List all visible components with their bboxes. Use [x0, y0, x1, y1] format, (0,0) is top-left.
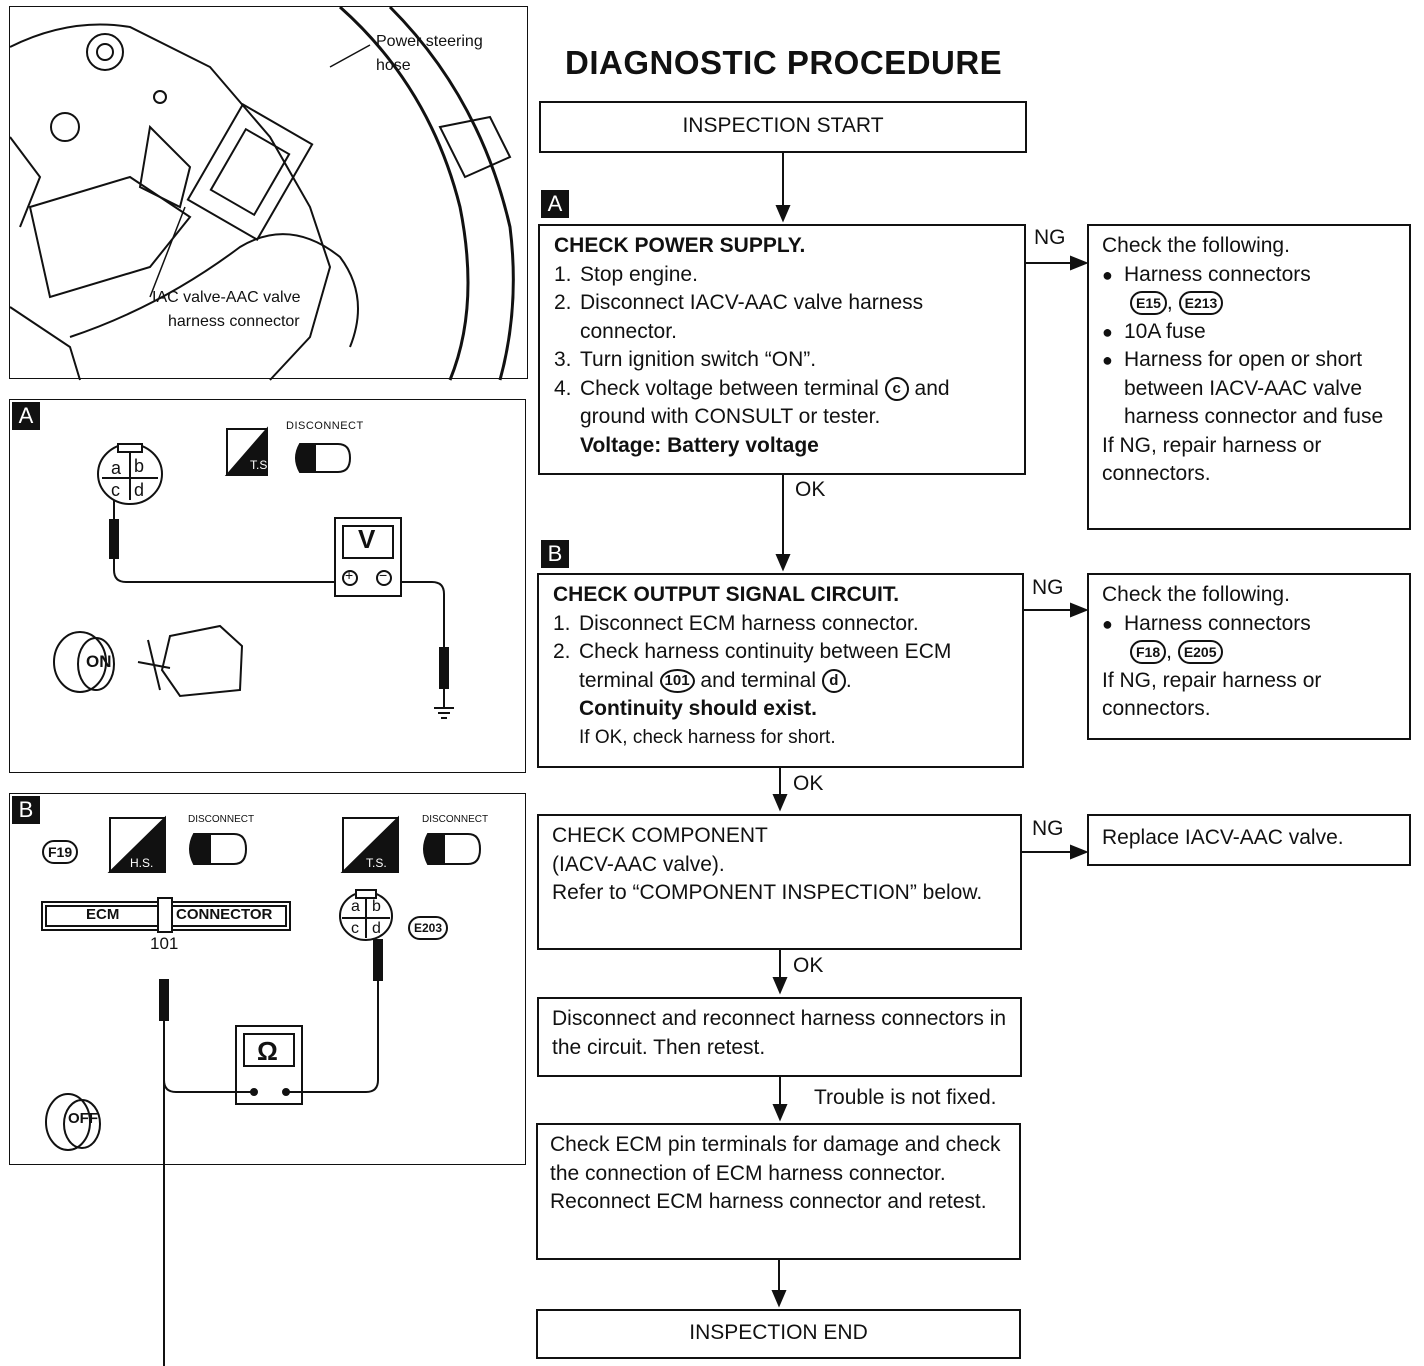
panel-b-pin-d: d [372, 920, 381, 937]
step-a-spec: Voltage: Battery voltage [580, 433, 819, 457]
engine-illustration [9, 5, 515, 381]
terminal-c-badge: c [884, 376, 909, 401]
ng-label-b: NG [1032, 576, 1064, 599]
panel-b-hs-label: H.S. [130, 856, 154, 870]
result-check-following-b: Check the following. Harness connectors … [1087, 573, 1411, 740]
panel-a-ts-label: T.S. [250, 458, 271, 472]
step-c-line-2: (IACV-AAC valve). [552, 852, 725, 876]
terminal-d-badge: d [821, 668, 846, 693]
panel-a-meter-label: V [358, 524, 376, 554]
panel-b-connector-f19: F19 [42, 840, 79, 864]
panel-b-connector-label: CONNECTOR [176, 906, 273, 923]
inspection-start-box: INSPECTION START [539, 101, 1027, 153]
result-a-bullet-open-short: Harness for open or short between IACV-A… [1102, 346, 1399, 432]
result-a-bullet-fuse: 10A fuse [1102, 318, 1399, 347]
result-a-connectors: E15, E213 [1102, 289, 1399, 318]
panel-b-pin-a: a [351, 898, 360, 915]
ok-label-b: OK [793, 772, 824, 795]
panel-a-marker: A [12, 402, 40, 430]
result-a-tail: If NG, repair harness or connectors. [1102, 433, 1322, 486]
connector-e205-badge: E205 [1177, 640, 1223, 665]
terminal-101-badge: 101 [659, 668, 695, 693]
panel-a-pin-d: d [134, 480, 145, 500]
result-check-following-a: Check the following. Harness connectors … [1087, 224, 1411, 530]
step-b-note: If OK, check harness for short. [579, 726, 836, 748]
not-fixed-label: Trouble is not fixed. [814, 1086, 997, 1109]
photo-label-harness-connector: harness connector [168, 313, 300, 330]
panel-b-pin-c: c [351, 920, 359, 937]
step-b-item-1: 1.Disconnect ECM harness connector. [553, 611, 919, 635]
step-a-item-1: 1.Stop engine. [554, 262, 698, 286]
connector-e213-badge: E213 [1178, 291, 1224, 316]
panel-a-meter-minus: − [379, 567, 388, 583]
panel-a-disconnect-label: DISCONNECT [286, 420, 364, 432]
step-a-item-2: 2.Disconnect IACV-AAC valve harness conn… [554, 291, 924, 343]
panel-b-disconnect-right: DISCONNECT [422, 814, 489, 825]
step-a-item-4: 4.Check voltage between terminal c and g… [554, 376, 950, 429]
circuit-panel-a: A a b [9, 399, 526, 773]
step-b-item-2: 2.Check harness continuity between ECM t… [553, 640, 952, 693]
photo-label-hose: hose [376, 57, 411, 74]
result-b-bullet-harness: Harness connectors [1102, 610, 1399, 639]
page-title: DIAGNOSTIC PROCEDURE [565, 44, 1003, 81]
panel-b-disconnect-left: DISCONNECT [188, 814, 255, 825]
step-d-text: Disconnect and reconnect harness connect… [552, 1007, 1007, 1059]
connector-f18-badge: F18 [1130, 640, 1167, 665]
result-replace-valve: Replace IACV-AAC valve. [1087, 814, 1411, 866]
ok-label-a: OK [795, 478, 826, 501]
step-b-marker: B [541, 540, 569, 568]
result-b-intro: Check the following. [1102, 583, 1290, 606]
step-a-heading: CHECK POWER SUPPLY. [554, 234, 806, 257]
panel-b-connector-e203: E203 [408, 916, 449, 940]
result-c-text: Replace IACV-AAC valve. [1102, 826, 1344, 849]
engine-illustration-panel: Power steering hose IAC valve-AAC valve … [9, 5, 528, 381]
step-b-heading: CHECK OUTPUT SIGNAL CIRCUIT. [553, 583, 900, 606]
step-a-marker: A [541, 190, 569, 218]
inspection-end-box: INSPECTION END [536, 1309, 1021, 1359]
panel-b-marker: B [12, 796, 40, 824]
connector-e15-badge: E15 [1130, 291, 1167, 316]
result-b-tail: If NG, repair harness or connectors. [1102, 668, 1322, 721]
connector-f19-badge: F19 [42, 840, 79, 864]
step-e-text: Check ECM pin terminals for damage and c… [550, 1133, 1001, 1213]
ng-label-c: NG [1032, 817, 1064, 840]
inspection-start-label: INSPECTION START [682, 114, 884, 137]
panel-b-circuit-drawing [41, 815, 482, 1366]
step-reconnect-harness: Disconnect and reconnect harness connect… [537, 997, 1022, 1077]
step-a-list: 1.Stop engine. 2.Disconnect IACV-AAC val… [554, 261, 1014, 432]
inspection-end-label: INSPECTION END [689, 1321, 868, 1344]
panel-b-terminal-101: 101 [150, 934, 179, 953]
step-a-item-3: 3.Turn ignition switch “ON”. [554, 348, 817, 371]
panel-a-meter-plus: + [345, 567, 354, 583]
ok-label-c: OK [793, 954, 824, 977]
circuit-panel-b: B [9, 793, 526, 1366]
panel-a-pin-c: c [111, 480, 120, 500]
photo-label-iac-valve: IAC valve-AAC valve [152, 289, 301, 306]
step-b-spec: Continuity should exist. [579, 697, 818, 720]
panel-b-pin-b: b [372, 898, 381, 915]
result-a-intro: Check the following. [1102, 234, 1290, 257]
panel-b-ignition-off-label: OFF [68, 1110, 98, 1127]
panel-b-ecm-label: ECM [86, 906, 120, 923]
step-c-line-3: Refer to “COMPONENT INSPECTION” below. [552, 881, 983, 904]
step-check-ecm-pins: Check ECM pin terminals for damage and c… [536, 1123, 1021, 1260]
panel-a-ignition-on-label: ON [86, 652, 112, 671]
panel-b-ts-label: T.S. [366, 856, 387, 870]
step-check-component: CHECK COMPONENT (IACV-AAC valve). Refer … [537, 814, 1022, 950]
step-check-output-signal: CHECK OUTPUT SIGNAL CIRCUIT. 1.Disconnec… [537, 573, 1024, 768]
result-a-bullet-harness: Harness connectors [1102, 261, 1399, 290]
photo-label-power-steering: Power steering [376, 33, 483, 50]
step-b-list: 1.Disconnect ECM harness connector. 2.Ch… [553, 610, 1012, 696]
step-check-power-supply: CHECK POWER SUPPLY. 1.Stop engine. 2.Dis… [538, 224, 1026, 475]
panel-b-meter-label: Ω [257, 1036, 278, 1066]
panel-a-pin-b: b [134, 456, 145, 476]
panel-a-circuit-drawing [53, 426, 454, 719]
ng-label-a: NG [1034, 226, 1066, 249]
result-b-connectors: F18, E205 [1102, 638, 1399, 667]
connector-e203-badge: E203 [408, 916, 449, 940]
step-c-line-1: CHECK COMPONENT [552, 824, 768, 847]
panel-a-pin-a: a [111, 458, 122, 478]
